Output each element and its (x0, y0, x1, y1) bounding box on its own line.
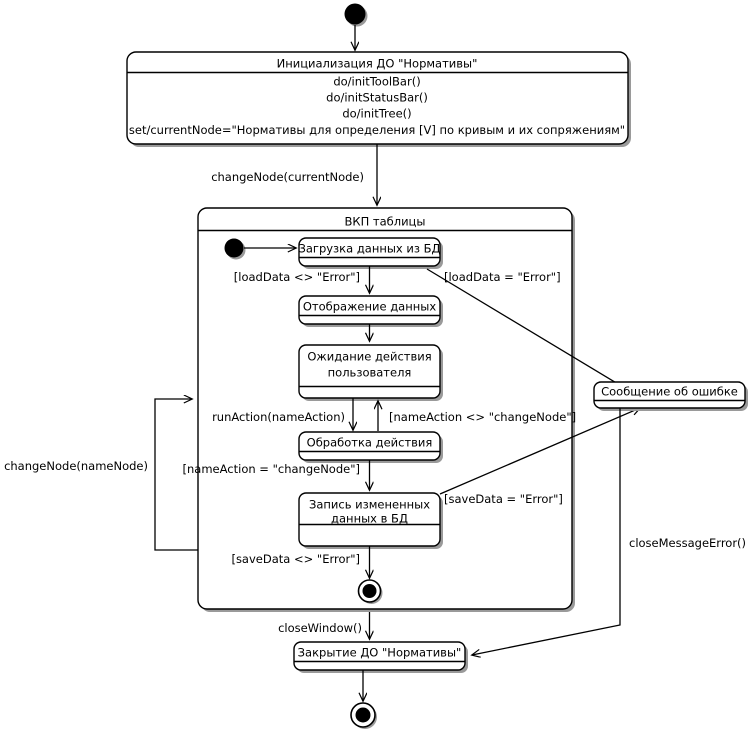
label-change-node: changeNode(nameNode) (4, 459, 148, 473)
node-inner-start (224, 238, 246, 260)
label-loaddata-error: [loadData = "Error"] (444, 270, 561, 284)
node-wait-user[interactable] (298, 344, 443, 401)
node-init-state[interactable] (126, 51, 631, 147)
label-nameaction-eq: [nameAction = "changeNode"] (183, 462, 360, 476)
node-close-state[interactable] (293, 641, 468, 673)
node-inner-final (357, 579, 383, 604)
error-message-label: Сообщение об ошибке (601, 385, 738, 399)
label-change-current-node: changeNode(currentNode) (211, 170, 364, 184)
edge-savedata-to-error (439, 408, 640, 495)
label-loaddata-ok: [loadData <> "Error"] (234, 270, 360, 284)
node-start-top (344, 3, 368, 27)
edge-loaddata-to-error (426, 268, 638, 396)
wait-user-label-line1: Ожидание действия (307, 350, 431, 364)
show-data-label: Отображение данных (303, 300, 437, 314)
wait-user-label-line2: пользователя (328, 366, 412, 380)
edge-composite-self-loop (154, 399, 198, 551)
init-action-3: do/initTree() (342, 107, 411, 121)
label-close-window: closeWindow() (278, 621, 362, 635)
node-process-action[interactable] (298, 431, 443, 463)
label-run-action: runAction(nameAction) (212, 410, 345, 424)
save-data-label-line2: данных в БД (331, 512, 408, 526)
node-composite-state[interactable] (197, 207, 575, 612)
node-save-data[interactable] (298, 492, 443, 549)
init-action-2: do/initStatusBar() (326, 91, 428, 105)
node-final-bottom (350, 702, 377, 729)
label-nameaction-ne: [nameAction <> "changeNode"] (389, 410, 576, 424)
label-savedata-ok: [saveData <> "Error"] (231, 552, 360, 566)
label-savedata-error: [saveData = "Error"] (444, 492, 563, 506)
node-load-data[interactable] (298, 237, 443, 269)
save-data-label-line1: Запись измененных (309, 498, 430, 512)
node-error-message[interactable] (593, 381, 748, 411)
node-show-data[interactable] (298, 295, 443, 327)
init-action-4: set/currentNode="Нормативы для определен… (129, 123, 625, 137)
close-state-label: Закрытие ДО "Нормативы" (298, 646, 462, 660)
edge-error-to-close (472, 408, 621, 655)
process-action-label: Обработка действия (307, 436, 433, 450)
label-close-message-error: closeMessageError() (629, 536, 746, 550)
composite-state-title: ВКП таблицы (345, 215, 426, 229)
init-action-1: do/initToolBar() (333, 75, 420, 89)
load-data-label: Загрузка данных из БД (298, 242, 440, 256)
init-state-title: Инициализация ДО "Нормативы" (277, 57, 478, 71)
